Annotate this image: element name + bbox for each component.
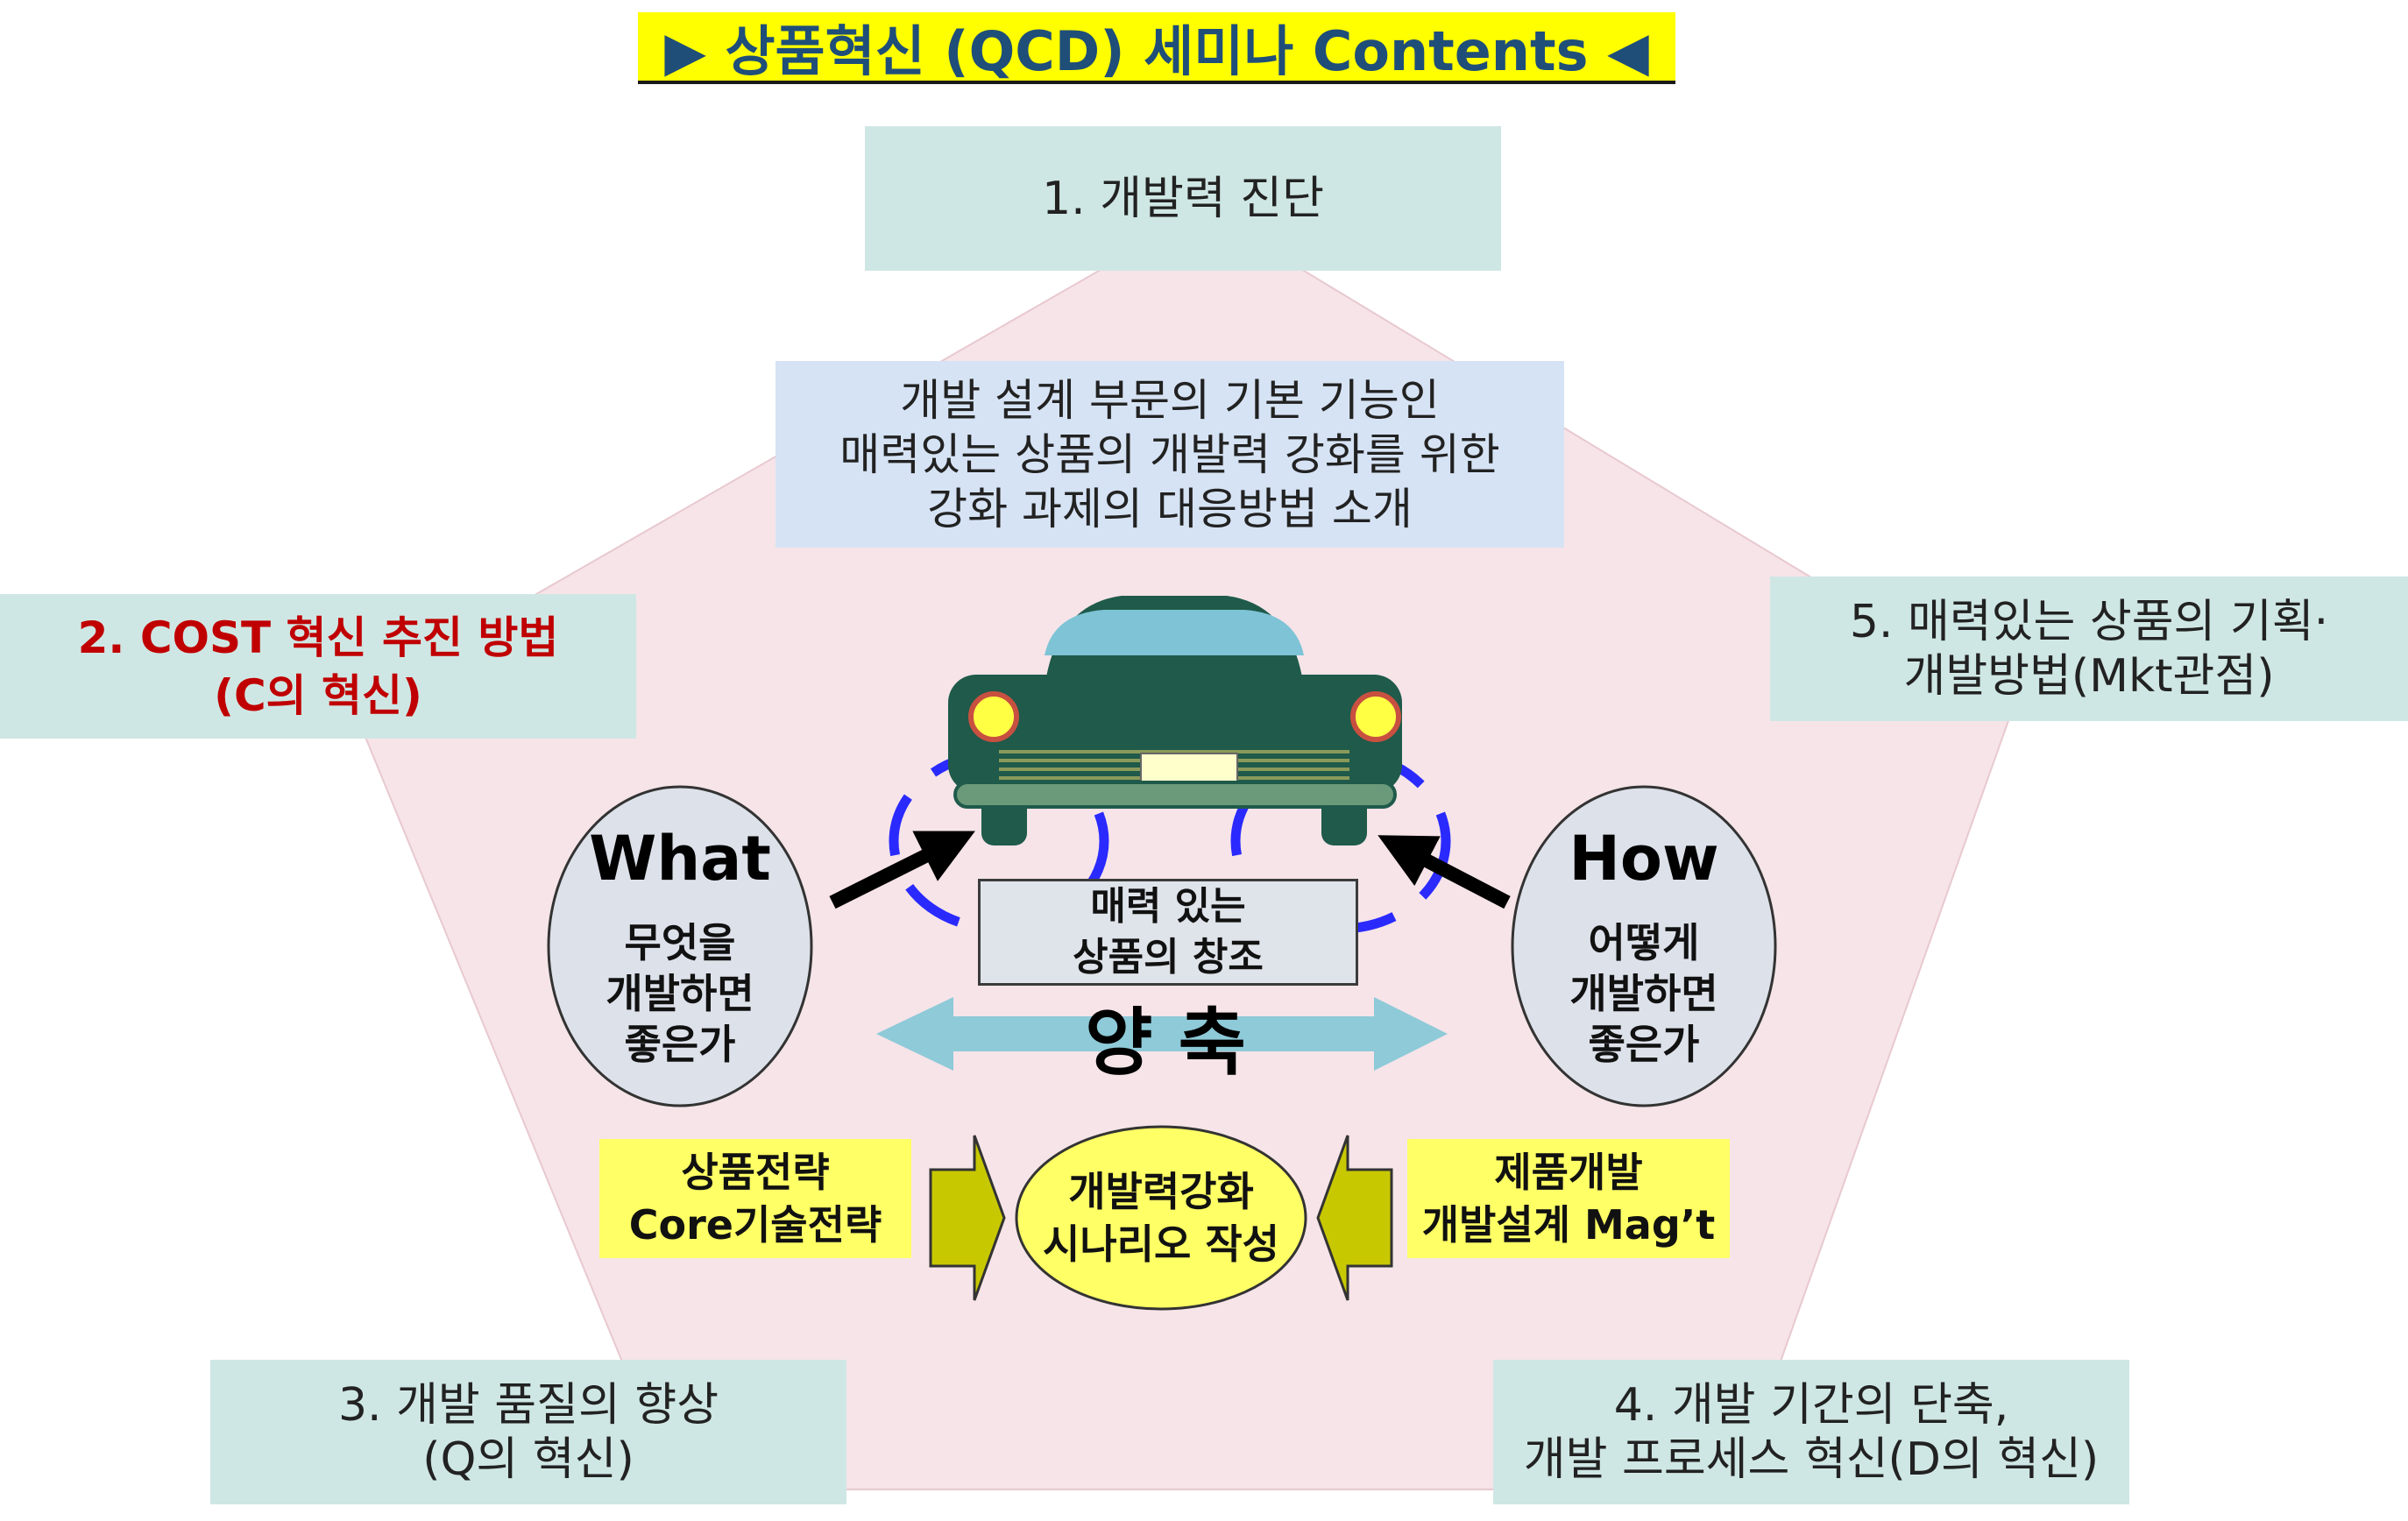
topic-2-line-2: (C의 혁신) [214, 669, 422, 721]
topic-4-box: 4. 개발 기간의 단축, 개발 프로세스 혁신(D의 혁신) [1493, 1360, 2129, 1504]
scenario-line-2: 시나리오 작성 [1043, 1220, 1279, 1268]
right-strategy-line-1: 제품개발 [1494, 1149, 1643, 1196]
what-line-3: 좋은가 [624, 1021, 736, 1068]
what-arrow [829, 831, 975, 909]
topic-2-box: 2. COST 혁신 추진 방법 (C의 혁신) [0, 594, 636, 739]
how-title: How [1569, 823, 1719, 895]
topic-3-line-1: 3. 개발 품질의 향상 [337, 1378, 719, 1432]
intro-line-2: 매력있는 상품의 개발력 강화를 위한 [839, 428, 1500, 480]
intro-line-3: 강화 과제의 대응방법 소개 [927, 483, 1413, 534]
what-line-1: 무엇을 [624, 919, 736, 966]
topic-1-line: 1. 개발력 진단 [1042, 172, 1324, 225]
axis-label: 양 축 [1085, 999, 1246, 1086]
scenario-oval [1015, 1125, 1307, 1311]
topic-3-line-2: (Q의 혁신) [422, 1433, 634, 1486]
topic-5-box: 5. 매력있는 상품의 기획· 개발방법(Mkt관점) [1770, 577, 2408, 721]
how-arrow [1378, 835, 1511, 909]
topic-3-box: 3. 개발 품질의 향상 (Q의 혁신) [210, 1360, 846, 1504]
what-line-2: 개발하면 [606, 970, 754, 1017]
axis-double-arrow [876, 997, 1448, 1071]
car-icon [948, 596, 1402, 845]
scenario-text: 개발력강화 시나리오 작성 [1016, 1139, 1306, 1297]
left-strategy-line-1: 상품전략 [681, 1149, 830, 1196]
page-title: ▶ 상품혁신 (QCD) 세미나 Contents ◀ [638, 12, 1675, 84]
left-strategy-line-2: Core기술전략 [628, 1201, 882, 1249]
right-strategy-box: 제품개발 개발설계 Mag’t [1407, 1139, 1730, 1258]
topic-4-line-1: 4. 개발 기간의 단축, [1613, 1378, 2009, 1432]
right-strategy-line-2: 개발설계 Mag’t [1421, 1201, 1716, 1249]
how-line-2: 개발하면 [1569, 970, 1718, 1017]
left-strategy-box: 상품전략 Core기술전략 [599, 1139, 911, 1258]
center-box-line-2: 상품의 창조 [1073, 935, 1264, 980]
scenario-line-1: 개발력강화 [1068, 1168, 1254, 1215]
what-description: 무엇을 개발하면 좋은가 [606, 917, 754, 1070]
topic-5-line-1: 5. 매력있는 상품의 기획· [1849, 595, 2329, 648]
what-title: What [589, 823, 771, 895]
what-oval [547, 785, 813, 1107]
how-description: 어떻게 개발하면 좋은가 [1569, 917, 1717, 1070]
how-oval [1511, 785, 1777, 1107]
how-text-group: How 어떻게 개발하면 좋은가 [1512, 797, 1775, 1095]
what-text-group: What 무엇을 개발하면 좋은가 [549, 797, 811, 1095]
left-hollow-arrow [929, 1135, 1006, 1301]
right-hollow-arrow [1316, 1135, 1393, 1301]
topic-2-line-1: 2. COST 혁신 추진 방법 [77, 612, 559, 663]
how-line-3: 좋은가 [1588, 1021, 1700, 1068]
center-box: 매력 있는 상품의 창조 [978, 879, 1358, 986]
topic-4-line-2: 개발 프로세스 혁신(D의 혁신) [1523, 1433, 2100, 1486]
intro-line-1: 개발 설계 부문의 기본 기능인 [900, 374, 1440, 426]
how-line-1: 어떻게 [1588, 919, 1700, 966]
intro-box: 개발 설계 부문의 기본 기능인 매력있는 상품의 개발력 강화를 위한 강화 … [776, 361, 1564, 548]
topic-1-box: 1. 개발력 진단 [865, 126, 1501, 271]
topic-5-line-2: 개발방법(Mkt관점) [1903, 649, 2275, 703]
center-box-line-1: 매력 있는 [1090, 884, 1246, 929]
